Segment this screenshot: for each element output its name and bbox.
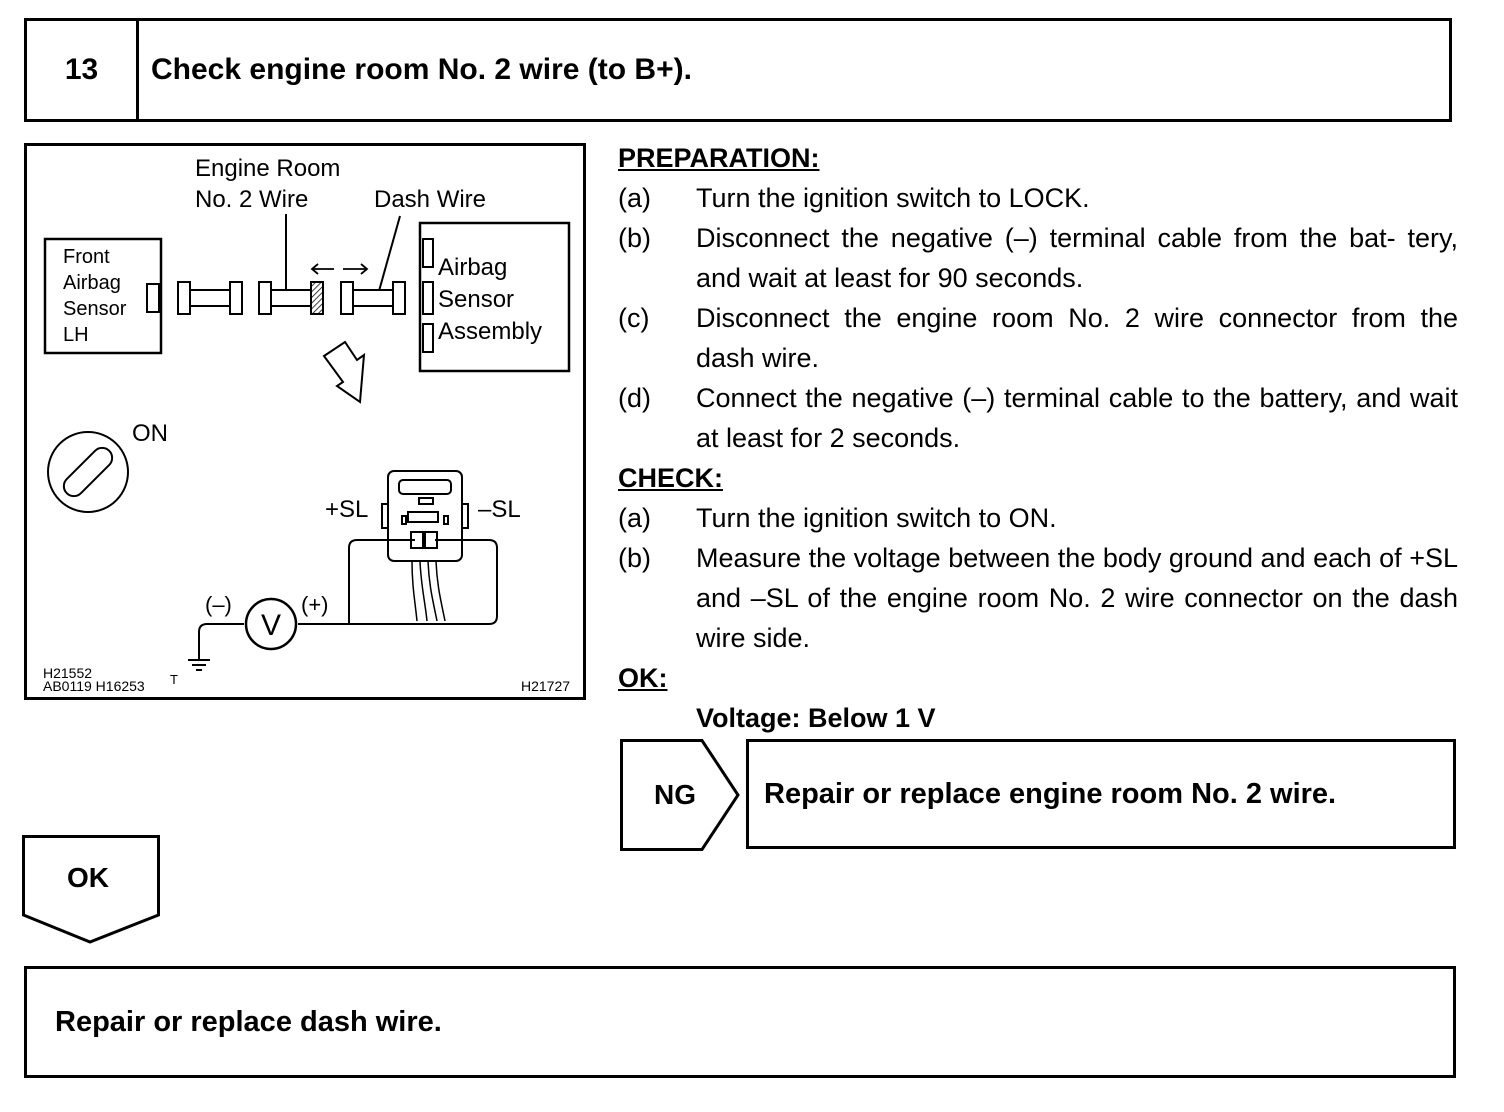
figure-code-2: AB0119 H16253 [43,678,145,694]
dash-wire-leader [378,215,401,292]
preparation-step: (a) Turn the ignition switch to LOCK. [618,178,1458,218]
harness-connector-1a [177,281,191,315]
disconnect-arrows [310,263,369,275]
step-label: (b) [618,223,651,253]
step-header: 13 Check engine room No. 2 wire (to B+). [24,18,1452,122]
engine-room-label-1: Engine Room [195,155,340,182]
voltmeter-symbol: V [261,609,281,642]
front-airbag-sensor-box [43,237,163,355]
check-step: (a) Turn the ignition switch to ON. [618,498,1458,538]
procedure-text: PREPARATION: (a) Turn the ignition switc… [618,138,1458,738]
ignition-on-label: ON [132,420,168,447]
step-label: (b) [618,543,651,573]
step-label: (d) [618,383,651,413]
assembly-connector-2 [422,281,434,315]
engine-room-wire [270,289,312,307]
step-text: Turn the ignition switch to LOCK. [696,183,1090,213]
ok-title: OK: [618,663,668,693]
ng-label: NG [654,779,696,810]
check-title: CHECK: [618,463,723,493]
ok-spec: Voltage: Below 1 V [696,703,936,733]
dash-wire-segment [352,289,394,307]
step-text: Connect the negative (–) terminal cable … [696,383,1458,453]
preparation-step: (b) Disconnect the negative (–) terminal… [618,218,1458,298]
ok-tag: OK [22,835,160,944]
step-text: Disconnect the engine room No. 2 wire co… [696,303,1458,373]
assembly-line-3: Assembly [438,318,542,345]
voltmeter-negative-label: (–) [205,592,232,617]
preparation-title: PREPARATION: [618,143,820,173]
ignition-key-slot-icon [62,446,114,498]
step-text: Measure the voltage between the body gro… [696,543,1458,653]
figure-code-t: T [170,672,178,687]
assembly-line-2: Sensor [438,286,514,313]
dash-wire-label: Dash Wire [374,186,486,213]
view-arrow-icon [322,340,366,404]
ng-action-box: Repair or replace engine room No. 2 wire… [746,739,1456,849]
front-sensor-line-2: Airbag [63,272,121,294]
engine-room-label-2: No. 2 Wire [195,186,308,213]
ng-tag: NG [620,739,740,851]
plus-sl-label: +SL [325,496,368,523]
front-sensor-line-4: LH [63,324,89,346]
step-text: Turn the ignition switch to ON. [696,503,1057,533]
assembly-line-1: Airbag [438,254,507,281]
figure-code-1: H21552 [43,665,92,681]
step-title: Check engine room No. 2 wire (to B+). [151,53,692,86]
airbag-sensor-assembly-box [418,221,571,373]
step-label: (a) [618,503,651,533]
harness-wire-1 [189,289,231,307]
voltmeter-icon [244,597,298,651]
step-label: (c) [618,303,650,333]
measurement-circuit [188,539,498,671]
assembly-connector-1 [422,238,434,268]
ok-label: OK [67,862,109,893]
figure-code-right: H21727 [521,678,570,694]
dash-wire-connector-a [340,281,354,315]
engine-room-connector-a [258,281,272,315]
sensor-connector [146,283,160,313]
front-sensor-line-1: Front [63,246,110,268]
step-number: 13 [27,21,139,119]
minus-sl-label: –SL [478,496,521,523]
preparation-step: (c) Disconnect the engine room No. 2 wir… [618,298,1458,378]
final-action-box: Repair or replace dash wire. [24,966,1456,1078]
assembly-connector-3 [422,323,434,353]
wiring-diagram: Engine Room No. 2 Wire Dash Wire Front A… [24,143,586,700]
connector-wires [411,560,446,622]
step-label: (a) [618,183,651,213]
check-step: (b) Measure the voltage between the body… [618,538,1458,658]
connector-face-icon [381,470,469,562]
voltmeter-positive-label: (+) [301,592,329,617]
preparation-step: (d) Connect the negative (–) terminal ca… [618,378,1458,458]
engine-room-connector-b [310,281,324,315]
harness-connector-1b [229,281,243,315]
front-sensor-line-3: Sensor [63,298,127,320]
dash-wire-connector-b [392,281,406,315]
step-text: Disconnect the negative (–) terminal cab… [696,223,1458,293]
diagram-svg: Engine Room No. 2 Wire Dash Wire Front A… [43,155,571,694]
